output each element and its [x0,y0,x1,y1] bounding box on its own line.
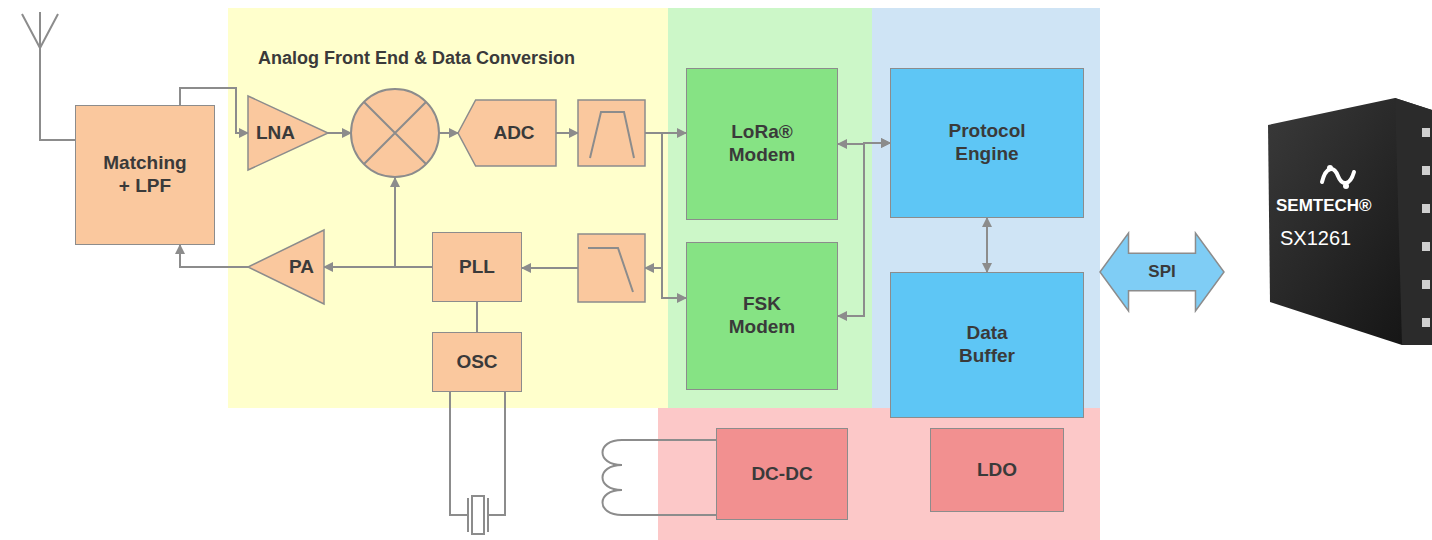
process-box: OSC [432,332,522,392]
chip-side [1395,98,1432,345]
chip-logo [1322,169,1354,183]
digital-box: Protocol Engine [890,68,1084,218]
filter-to-fsk-wire [662,133,686,298]
inductor-symbol [603,440,623,515]
lo-to-mixer-wire [394,178,396,267]
modem-region [668,8,872,408]
filter-box [578,100,645,166]
box-label: FSK Modem [729,293,796,339]
amplifier-triangle: LNA [248,96,328,170]
chip-body [1268,98,1432,345]
converter-shape: ADC [458,100,556,166]
signal-connector [324,266,432,268]
lowpass-filter [578,234,645,302]
antenna-feed [40,48,75,140]
mixer-cross [364,102,426,164]
filter-to-lora-wire [645,132,686,134]
box-label: PA [289,256,314,279]
chip-pins [1422,128,1430,327]
power-region [658,408,1100,540]
mixer-symbol [351,89,439,177]
chip-illustration [1268,98,1432,345]
bandpass-filter [578,100,645,166]
process-box: Matching + LPF [75,105,215,245]
box-label: LDO [977,459,1017,482]
signal-connector [986,218,988,272]
inductor-wires [622,440,716,515]
box-label: PLL [459,256,495,279]
chip-marking: SX1261 [1276,226,1351,250]
modem-box: LoRa® Modem [686,68,838,220]
signal-wires [328,133,716,515]
lna-to-mixer-wire [328,132,351,134]
box-label: LoRa® Modem [729,121,796,167]
amplifier-triangle-fill [248,96,328,170]
lpf-to-pll-wire [522,267,578,269]
region-band: Analog Front End & Data ConversionLNA ADC… [228,8,668,408]
amplifier-triangle-fill [248,230,324,304]
process-box: PLL [432,232,522,302]
power-box: LDO [930,428,1064,512]
mixer-circle [351,89,439,177]
box-label: SPI [1148,262,1175,282]
converter-shape-fill [458,100,556,166]
interface-arrow-fill [1100,233,1224,311]
modem-box: FSK Modem [686,242,838,390]
modem-to-lpf-wire [645,267,662,269]
chip-marking: SEMTECH® [1276,196,1372,216]
interface-arrow: SPI [1100,233,1224,311]
signal-connector [180,245,248,267]
filter-box [578,234,645,302]
box-label: Protocol Engine [948,120,1025,166]
box-label: Matching + LPF [103,152,186,198]
lowpass-curve [588,248,633,292]
adc-to-filter-wire [556,132,578,134]
box-label: OSC [456,351,497,374]
antenna-symbol [22,12,75,140]
box-label: DC-DC [751,463,812,486]
mixer-to-adc-wire [439,132,458,134]
box-label: ADC [493,122,534,145]
signal-connector [476,302,478,332]
chip-logo-dot [1327,165,1333,171]
power-box: DC-DC [716,428,848,520]
signal-connector [838,143,890,316]
region-title: Analog Front End & Data Conversion [258,48,575,70]
chip-logo-dot [1343,183,1349,189]
box-label: LNA [256,122,295,145]
analog-region [228,8,668,408]
chip-label: SEMTECH® SX1261 [1276,196,1388,266]
amplifier-triangle: PA [248,230,324,304]
digital-box: Data Buffer [890,272,1084,418]
bandpass-curve [590,112,634,158]
crystal-symbol [468,496,488,534]
antenna-arms [22,12,58,48]
crystal-body [472,496,484,534]
box-label: Data Buffer [959,322,1015,368]
